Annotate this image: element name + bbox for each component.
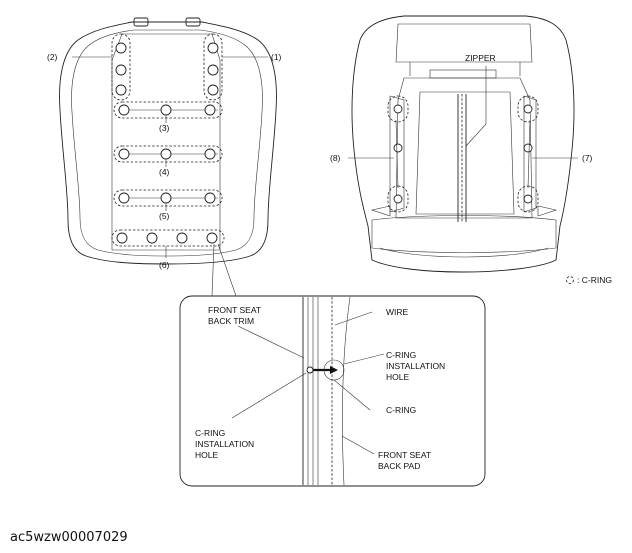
label-wire: WIRE xyxy=(386,307,409,317)
label-3: (3) xyxy=(159,123,170,133)
figure-code: ac5wzw00007029 xyxy=(10,530,128,545)
label-c-ring: C-RING xyxy=(386,405,416,415)
seat-back-rear-view xyxy=(348,15,578,273)
label-6: (6) xyxy=(159,260,170,270)
label-c-ring-installation-hole-right: C-RING INSTALLATION HOLE xyxy=(386,350,448,382)
legend-c-ring: : C-RING xyxy=(577,275,612,285)
seat-back-front-view xyxy=(59,17,277,297)
label-front-seat-back-trim: FRONT SEAT BACK TRIM xyxy=(208,305,263,326)
label-7: (7) xyxy=(582,153,593,163)
c-ring-legend-icon xyxy=(566,276,574,284)
label-2: (2) xyxy=(47,52,58,62)
detail-view xyxy=(179,295,486,487)
label-zipper: ZIPPER xyxy=(465,53,496,63)
label-4: (4) xyxy=(159,167,170,177)
label-8: (8) xyxy=(330,153,341,163)
label-front-seat-back-pad: FRONT SEAT BACK PAD xyxy=(378,450,433,471)
label-1: (1) xyxy=(271,52,282,62)
label-5: (5) xyxy=(159,211,170,221)
label-c-ring-installation-hole-left: C-RING INSTALLATION HOLE xyxy=(195,428,257,460)
